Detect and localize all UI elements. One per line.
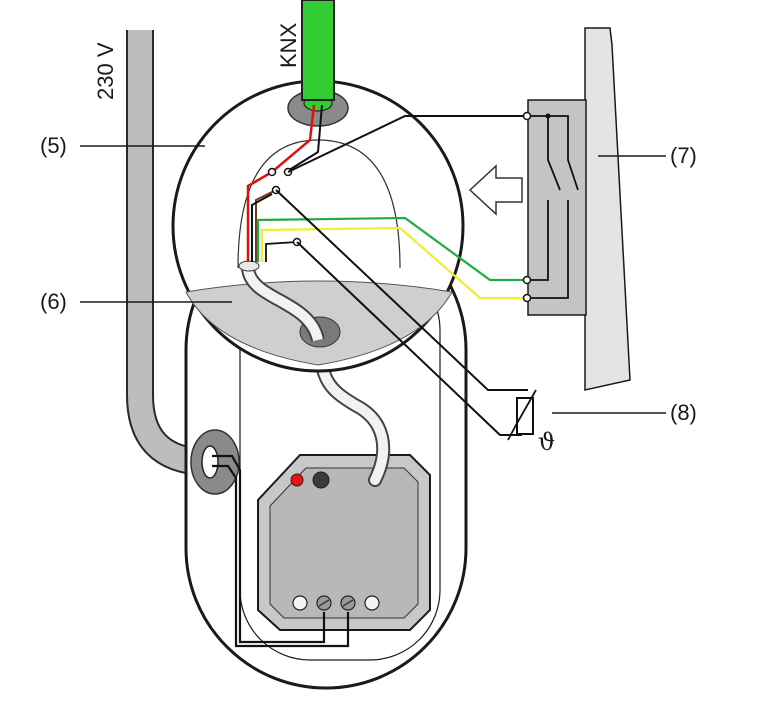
mounting-arrow-icon	[468, 164, 523, 216]
callout-5: (5)	[40, 133, 67, 158]
switch-wires	[275, 115, 528, 436]
actuator-module	[257, 454, 431, 631]
cable-grommet	[190, 429, 240, 495]
temperature-sensor	[507, 389, 537, 441]
terminal-4	[364, 595, 380, 611]
mains-wires	[212, 454, 350, 648]
callout-6: (6)	[40, 289, 67, 314]
terminal-1	[292, 595, 308, 611]
callout-7: (7)	[670, 143, 697, 168]
voltage-label: 230 V	[93, 42, 118, 100]
knx-cable	[301, 0, 335, 101]
bus-label: KNX	[276, 22, 301, 68]
callout-8: (8)	[670, 400, 697, 425]
programming-button	[312, 471, 330, 489]
leader-lines	[80, 145, 666, 414]
status-led-red	[290, 473, 304, 487]
magnified-view	[171, 79, 465, 373]
internal-wires	[246, 104, 527, 300]
sensor-symbol: ϑ	[538, 428, 555, 456]
wall-switch	[522, 27, 631, 391]
